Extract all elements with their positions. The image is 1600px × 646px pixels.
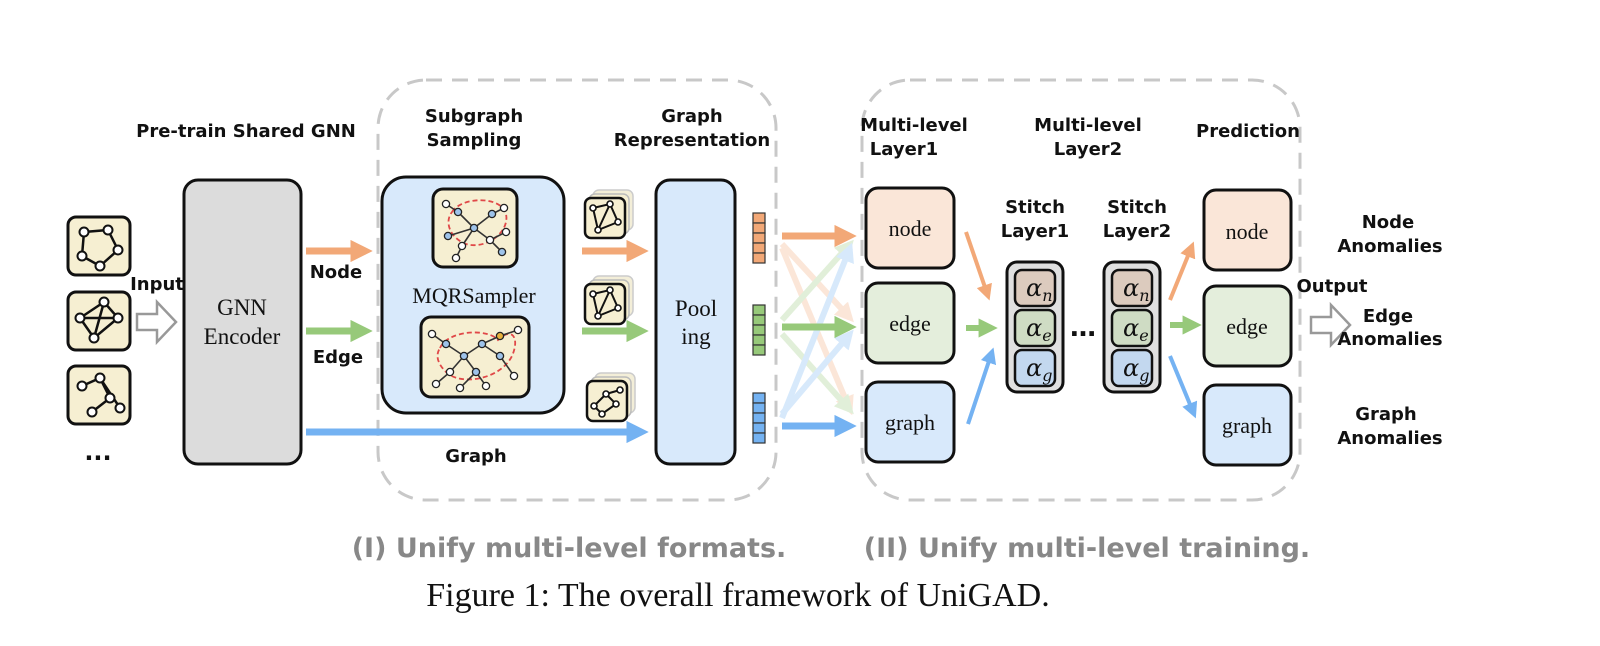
input-graphs-ellipsis: ... xyxy=(84,438,111,466)
input-graph-icon-2 xyxy=(66,290,132,352)
edge-anomalies-2: Anomalies xyxy=(1337,329,1442,350)
section2-dashed-border xyxy=(860,78,1302,502)
stitch2-title-1: Stitch xyxy=(1107,197,1167,218)
graph-arrow-to-stitch1 xyxy=(966,347,997,425)
edge-flow-label: Edge xyxy=(313,347,363,368)
stitch-ellipsis: … xyxy=(1070,313,1096,343)
ml-layer2-title-2: Layer2 xyxy=(1054,139,1122,160)
layer1-edge-label: edge xyxy=(889,311,931,336)
pooling-label-2: ing xyxy=(681,324,711,349)
output-label: Output xyxy=(1296,276,1367,297)
layer1-node-box xyxy=(864,186,956,270)
section1-title: (I) Unify multi-level formats. xyxy=(352,533,787,564)
stitch2-title-2: Layer2 xyxy=(1103,221,1171,242)
input-arrow-icon xyxy=(135,298,178,346)
graph-anomalies-2: Anomalies xyxy=(1337,428,1442,449)
node-subgraph-stack-icon xyxy=(583,189,634,240)
edge-anomalies-1: Edge xyxy=(1363,306,1413,327)
layer1-node-label: node xyxy=(889,216,932,241)
gnn-encoder-label-1: GNN xyxy=(217,295,267,320)
layer1-graph-box xyxy=(864,380,956,464)
ml-layer1-title-2: Layer1 xyxy=(870,139,938,160)
prediction-graph-label: graph xyxy=(1222,413,1272,438)
ml-layer1-title-1: Multi-level xyxy=(860,115,968,136)
edge-subgraph-stack-icon xyxy=(583,275,634,326)
stitch1-alpha-g: αg xyxy=(1026,354,1052,385)
gnn-encoder-box xyxy=(182,178,303,466)
cross-arrows-faint xyxy=(779,239,854,420)
prediction-graph-box xyxy=(1202,383,1293,467)
node-flow-label: Node xyxy=(310,262,363,283)
layer1-edge-box xyxy=(864,281,956,365)
input-graph-icon-3 xyxy=(66,364,132,426)
section1-dashed-border xyxy=(376,78,778,502)
prediction-title: Prediction xyxy=(1196,121,1300,142)
stitch1-alpha-n-cell xyxy=(1013,268,1057,308)
mqrsampler-label: MQRSampler xyxy=(412,283,536,308)
edge-embedding-vector-icon xyxy=(752,304,766,356)
layer1-graph-label: graph xyxy=(885,410,935,435)
stitch1-alpha-g-cell xyxy=(1013,348,1057,388)
node-embedding-vector-icon xyxy=(752,212,766,264)
stitch1-title-2: Layer1 xyxy=(1001,221,1069,242)
ml-layer2-title-1: Multi-level xyxy=(1034,115,1142,136)
pretrain-label: Pre-train Shared GNN xyxy=(136,121,356,142)
prediction-edge-box xyxy=(1202,284,1293,368)
graph-arrow-to-prediction xyxy=(1168,355,1198,419)
section2-title: (II) Unify multi-level training. xyxy=(864,533,1310,564)
output-arrow-icon xyxy=(1309,301,1352,349)
input-graph-icon-1 xyxy=(66,215,132,277)
sampler-subgraph-icon-bottom xyxy=(419,315,531,399)
stitch2-alpha-e-cell xyxy=(1110,308,1154,348)
subgraph-title-2: Sampling xyxy=(427,130,522,151)
stitch1-alpha-n: αn xyxy=(1026,274,1053,305)
stitch1-alpha-e-cell xyxy=(1013,308,1057,348)
figure-caption: Figure 1: The overall framework of UniGA… xyxy=(426,577,1050,614)
stitch2-alpha-e: αe xyxy=(1123,314,1149,345)
node-anomalies-1: Node xyxy=(1362,212,1415,233)
prediction-node-box xyxy=(1202,188,1293,272)
pooling-label-1: Pool xyxy=(675,296,717,321)
prediction-edge-label: edge xyxy=(1226,314,1268,339)
graph-flow-label: Graph xyxy=(445,446,507,467)
stitch2-alpha-g: αg xyxy=(1123,354,1149,385)
pooling-box xyxy=(654,178,737,466)
input-label: Input xyxy=(130,274,184,295)
node-arrow-to-stitch1 xyxy=(964,231,992,301)
stitch1-title-1: Stitch xyxy=(1005,197,1065,218)
prediction-node-label: node xyxy=(1226,219,1269,244)
gnn-encoder-label-2: Encoder xyxy=(204,324,281,349)
stitch2-alpha-g-cell xyxy=(1110,348,1154,388)
sampler-subgraph-icon-top xyxy=(431,187,519,269)
graphrep-title-1: Graph xyxy=(661,106,723,127)
stitch2-alpha-n: αn xyxy=(1123,274,1150,305)
graph-anomalies-1: Graph xyxy=(1355,404,1417,425)
graph-subgraph-stack-icon xyxy=(585,372,636,423)
node-anomalies-2: Anomalies xyxy=(1337,236,1442,257)
graph-embedding-vector-icon xyxy=(752,392,766,444)
graphrep-title-2: Representation xyxy=(614,130,770,151)
subgraph-title-1: Subgraph xyxy=(425,106,523,127)
stitch2-alpha-n-cell xyxy=(1110,268,1154,308)
node-arrow-to-prediction xyxy=(1168,241,1196,301)
stitch1-alpha-e: αe xyxy=(1026,314,1052,345)
